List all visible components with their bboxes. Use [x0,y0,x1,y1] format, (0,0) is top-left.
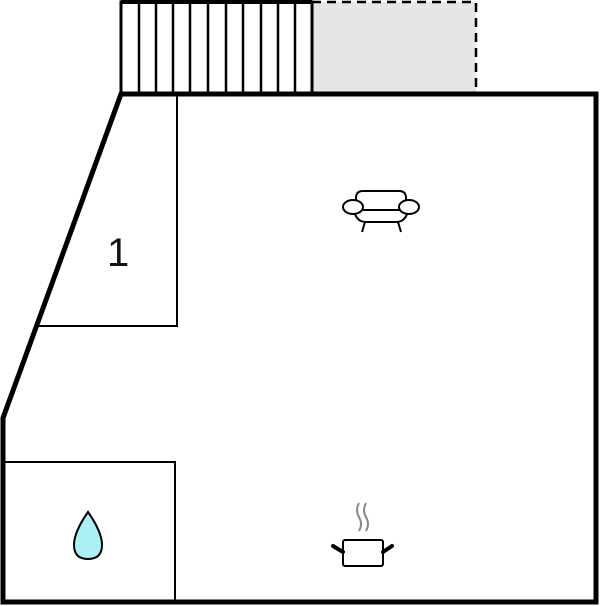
sofa-icon [342,190,420,233]
bathroom-walls [3,461,176,602]
open-terrace [312,0,478,94]
room-number-label: 1 [107,231,130,275]
balcony-railing [119,0,314,96]
bedroom-1-walls [38,94,178,327]
water-drop-icon [72,510,104,561]
outer-walls [0,91,599,605]
cooking-pot-icon [331,502,394,567]
